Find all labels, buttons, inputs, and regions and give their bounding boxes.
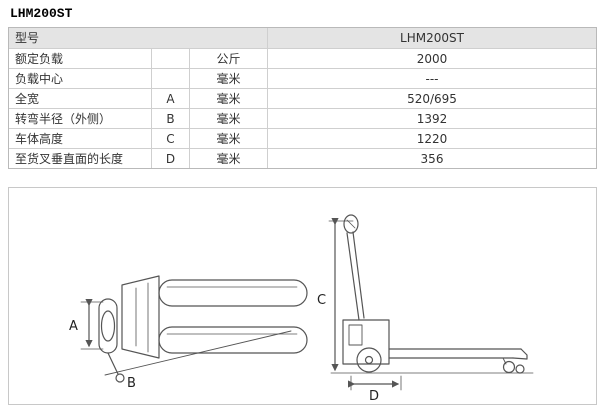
row-unit: 毫米	[189, 109, 267, 128]
dimension-b	[104, 330, 292, 376]
row-letter: B	[151, 109, 189, 128]
side-view-drawing	[328, 214, 534, 391]
row-letter	[151, 69, 189, 88]
row-letter	[151, 49, 189, 68]
row-unit: 毫米	[189, 149, 267, 168]
row-label: 负载中心	[15, 72, 64, 86]
dimension-a	[80, 299, 104, 350]
header-value: LHM200ST	[267, 28, 596, 48]
row-unit: 毫米	[189, 69, 267, 88]
row-letter: A	[151, 89, 189, 108]
dim-label-c: C	[317, 293, 326, 308]
page-title: LHM200ST	[10, 6, 73, 21]
row-value: 356	[267, 149, 596, 168]
header-label: 型号	[15, 31, 40, 45]
dimension-d	[348, 375, 402, 391]
diagram-panel: A B	[8, 187, 597, 405]
row-letter: D	[151, 149, 189, 168]
top-view-drawing	[80, 275, 308, 383]
row-unit: 毫米	[189, 89, 267, 108]
row-label: 转弯半径（外侧）	[15, 112, 112, 126]
row-value: 1392	[267, 109, 596, 128]
table-row: 额定负载 公斤 2000	[9, 48, 596, 68]
dim-label-b: B	[127, 376, 136, 391]
table-row: 至货叉垂直面的长度 D 毫米 356	[9, 148, 596, 168]
row-value: 1220	[267, 129, 596, 148]
table-row: 转弯半径（外侧） B 毫米 1392	[9, 108, 596, 128]
dim-label-a: A	[69, 319, 78, 334]
row-label: 至货叉垂直面的长度	[15, 152, 124, 166]
row-letter: C	[151, 129, 189, 148]
row-unit: 公斤	[189, 49, 267, 68]
dim-label-d: D	[369, 389, 379, 404]
table-row: 负载中心 毫米 ---	[9, 68, 596, 88]
row-label: 额定负载	[15, 52, 64, 66]
spec-table: 型号 LHM200ST 额定负载 公斤 2000 负载中心 毫米 --- 全宽 …	[8, 27, 597, 169]
table-header-row: 型号 LHM200ST	[9, 28, 596, 48]
pallet-truck-diagram: A B	[69, 214, 534, 404]
row-unit: 毫米	[189, 129, 267, 148]
row-value: ---	[267, 69, 596, 88]
table-row: 全宽 A 毫米 520/695	[9, 88, 596, 108]
row-value: 2000	[267, 49, 596, 68]
table-row: 车体高度 C 毫米 1220	[9, 128, 596, 148]
row-label: 全宽	[15, 92, 40, 106]
row-value: 520/695	[267, 89, 596, 108]
dimension-c	[328, 218, 354, 372]
row-label: 车体高度	[15, 132, 64, 146]
